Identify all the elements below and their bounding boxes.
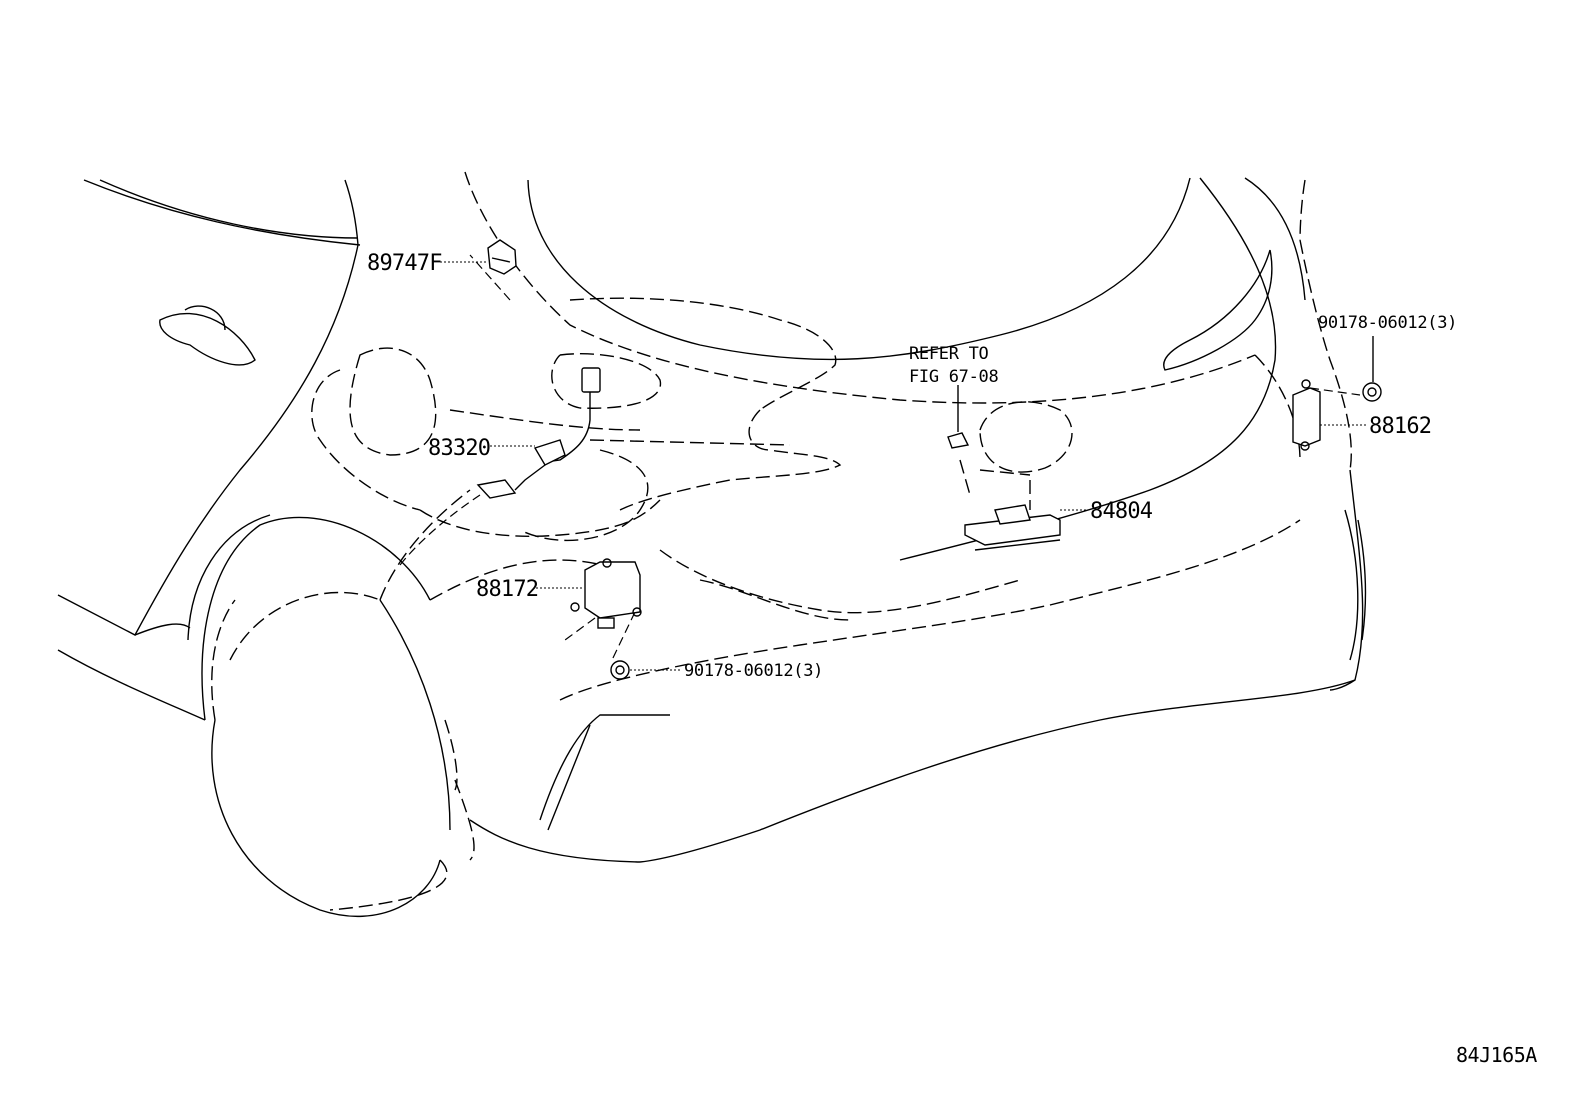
leader-lines [440, 261, 1374, 671]
drawing-code: 84J165A [1456, 1043, 1537, 1067]
component-88162 [1292, 379, 1321, 451]
label-84804: 84804 [1090, 499, 1153, 524]
component-88172 [570, 558, 642, 629]
label-88162: 88162 [1369, 414, 1431, 439]
component-clip-upper [1362, 382, 1382, 402]
labels: 89747F 83320 88172 90178-06012(3) 84804 … [367, 251, 1538, 1067]
reference-note-line1: REFER TO [909, 344, 989, 364]
label-90178-06012-upper: 90178-06012(3) [1318, 313, 1457, 333]
component-83320 [476, 367, 601, 499]
reference-note-line2: FIG 67-08 [909, 367, 998, 387]
hidden-lines [211, 171, 1361, 911]
label-90178-06012-lower: 90178-06012(3) [684, 661, 823, 681]
component-clip-lower [610, 660, 630, 680]
vehicle-outline [57, 177, 1367, 918]
label-88172: 88172 [476, 577, 538, 602]
label-89747f: 89747F [367, 251, 442, 276]
component-84804 [964, 504, 1061, 551]
component-89747f [487, 239, 517, 275]
component-clip-refer [947, 432, 970, 449]
label-83320: 83320 [428, 436, 490, 461]
